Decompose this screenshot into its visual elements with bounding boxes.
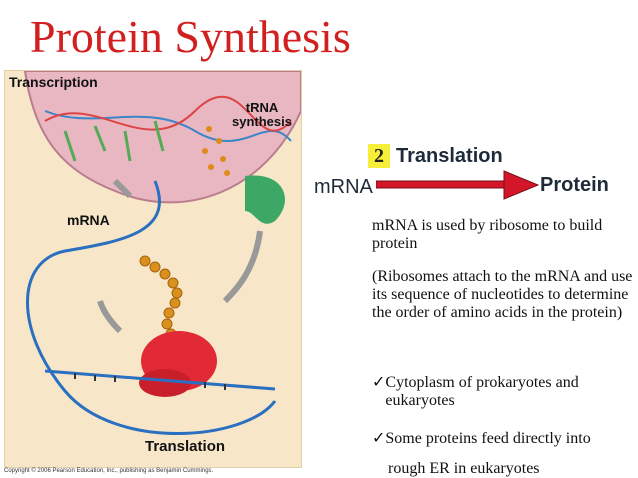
slide-title: Protein Synthesis	[30, 11, 351, 62]
protein-synthesis-figure: Transcription tRNA synthesis mRNA Transl…	[4, 70, 302, 468]
trna-dots	[202, 126, 230, 176]
figure-illustration	[23, 71, 301, 435]
flow-arrow-2	[97, 300, 123, 334]
paragraph-ribosome-use: mRNA is used by ribosome to build protei…	[372, 217, 603, 252]
flow-mrna-label: mRNA	[314, 176, 373, 198]
bullet-cytoplasm-text: Cytoplasm of prokaryotes and eukaryotes	[385, 374, 579, 409]
codon-marks	[74, 373, 226, 390]
polypeptide-chain	[139, 255, 183, 340]
flow-arrow-3	[112, 178, 133, 199]
ribosome-subunit	[245, 175, 285, 224]
bullet-cytoplasm: ✓Cytoplasm of prokaryotes and eukaryotes	[372, 374, 625, 410]
nucleus-shape	[23, 71, 301, 204]
dna-bases	[63, 120, 165, 162]
figure-translation-label: Translation	[145, 438, 226, 455]
step-number-badge: 2	[368, 144, 390, 168]
step-title: Translation	[396, 145, 503, 167]
checkmark-icon: ✓	[372, 430, 386, 447]
checkmark-icon: ✓	[372, 374, 386, 391]
flow-arrow-1	[222, 230, 263, 304]
mrna-to-protein-arrow	[376, 170, 540, 200]
bullet-rough-er: ✓Some proteins feed directly into	[372, 430, 591, 448]
bullet-rough-er-continuation: rough ER in eukaryotes	[388, 460, 540, 477]
dna-strand-1	[44, 110, 292, 142]
paragraph-ribosome-detail: (Ribosomes attach to the mRNA and use it…	[372, 268, 633, 321]
mrna-strand	[26, 180, 277, 435]
figure-mrna-label: mRNA	[67, 212, 110, 228]
ribosome-lower	[139, 369, 191, 397]
flow-protein-label: Protein	[540, 174, 609, 196]
dna-strand-2	[44, 95, 292, 132]
bullet-rough-er-text: Some proteins feed directly into	[385, 430, 591, 447]
trna-synthesis-label: tRNA synthesis	[232, 100, 292, 130]
transcription-label: Transcription	[9, 74, 98, 90]
copyright-text: Copyright © 2006 Pearson Education, Inc.…	[4, 468, 214, 474]
mrna-on-ribosome	[44, 369, 276, 391]
